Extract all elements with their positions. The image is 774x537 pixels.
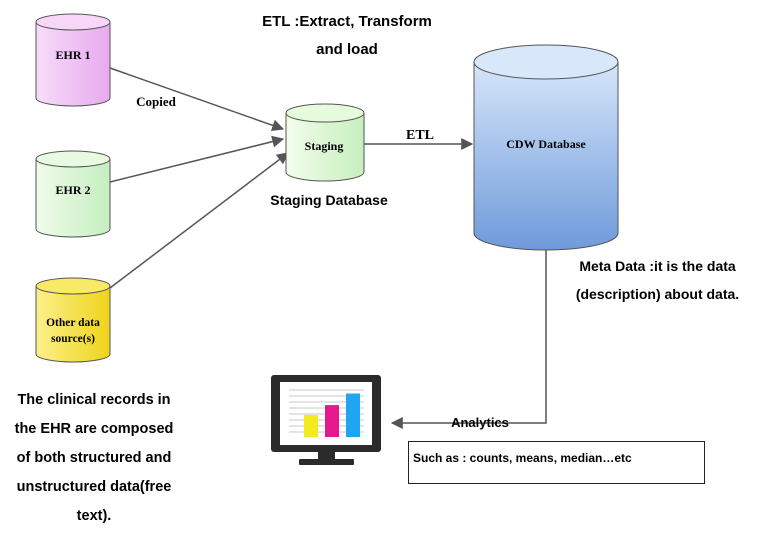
etl-note-line1: ETL :Extract, Transform [262, 13, 432, 30]
edge-other-staging [109, 152, 289, 289]
clinical-note-line2: the EHR are composed [14, 421, 174, 437]
etl-note: ETL :Extract, Transform and load [232, 8, 462, 64]
clinical-note-line4: unstructured data(free [16, 479, 172, 495]
edge-ehr2-staging [109, 135, 285, 183]
monitor-chart-icon [271, 375, 381, 465]
meta-note-line2: (description) about data. [575, 286, 740, 302]
monitor-bar-2 [325, 405, 339, 437]
analytics-label: Analytics [451, 415, 509, 430]
clinical-records-note: The clinical records in the EHR are comp… [4, 386, 184, 531]
ehr2-label: EHR 2 [55, 183, 90, 197]
clinical-note-line3: of both structured and [16, 450, 172, 466]
clinical-note-line1: The clinical records in [17, 392, 171, 408]
clinical-note-line5: text). [76, 508, 112, 524]
meta-note-line1: Meta Data :it is the data [579, 258, 736, 274]
ehr2-database: EHR 2 [35, 150, 111, 238]
copied-label: Copied [136, 94, 177, 109]
cdw-database: CDW Database [473, 44, 619, 251]
edge-cdw-analytics [390, 247, 547, 429]
ehr1-database: EHR 1 [35, 13, 111, 107]
ehr1-label: EHR 1 [55, 48, 90, 62]
meta-data-note: Meta Data :it is the data (description) … [565, 252, 750, 308]
staging-caption: Staging Database [270, 192, 388, 208]
edge-ehr1-staging [109, 67, 285, 132]
staging-label: Staging [305, 139, 344, 153]
monitor-bar-3 [346, 393, 360, 437]
monitor-bar-1 [304, 414, 318, 437]
etl-edge-label: ETL [406, 128, 434, 143]
other-label-line2: source(s) [51, 333, 95, 345]
other-data-database: Other data source(s) [35, 277, 111, 363]
other-label-line1: Other data [46, 317, 100, 329]
etl-note-line2: and load [316, 41, 378, 58]
analytics-examples-box: Such as : counts, means, median…etc [408, 441, 705, 484]
analytics-examples-text: Such as : counts, means, median…etc [413, 451, 632, 465]
cdw-label: CDW Database [506, 137, 586, 151]
staging-database: Staging [285, 103, 365, 182]
